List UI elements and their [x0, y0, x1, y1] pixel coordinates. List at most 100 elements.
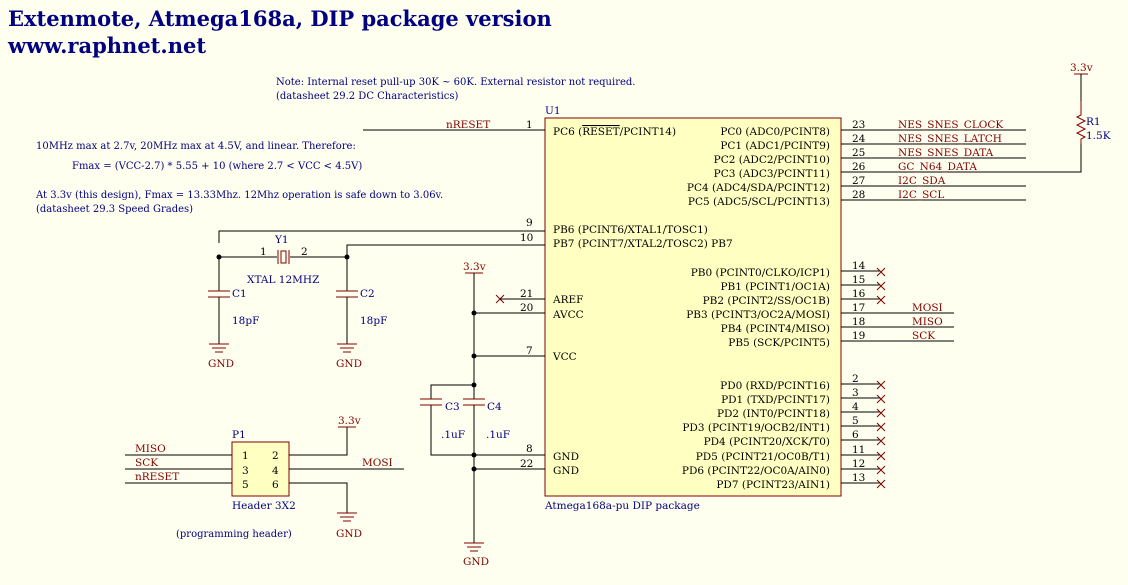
u1-pin-num-8: 8	[526, 443, 533, 455]
r1-zigzag	[1075, 101, 1087, 144]
c2-gnd-symbol	[337, 343, 357, 353]
note-freq-formula: Fmax = (VCC-2.7) * 5.55 + 10 (where 2.7 …	[72, 161, 362, 172]
u1-pin-num-10: 10	[520, 232, 533, 244]
net-label-miso-p1: MISO	[135, 443, 166, 455]
r1-resistor: 3.3v R1 1.5K	[1070, 62, 1111, 144]
note-reset-1: Note: Internal reset pull-up 30K ~ 60K. …	[276, 77, 635, 88]
p1-left-wires	[125, 454, 232, 484]
c1-gnd-symbol	[209, 343, 229, 353]
net-label-sck-p1: SCK	[135, 457, 158, 469]
u1-value: Atmega168a-pu DIP package	[544, 500, 700, 512]
u1-pin-num-23: 23	[852, 119, 865, 131]
r1-supply-label: 3.3v	[1070, 62, 1093, 74]
y1-pin-2: 2	[301, 246, 308, 258]
c3-capacitor: C3 .1uF	[420, 398, 474, 456]
y1-quartz	[280, 250, 287, 264]
p1-pin-3: 3	[242, 465, 249, 477]
u1-pin-name-16: PB2 (PCINT2/SS/OC1B)	[703, 295, 830, 307]
u1-pin-name-2: PD0 (RXD/PCINT16)	[720, 380, 830, 392]
note-freq-3: At 3.3v (this design), Fmax = 13.33Mhz. …	[35, 190, 443, 201]
u1-pin-num-21: 21	[520, 288, 533, 300]
c1-gnd-label: GND	[208, 358, 234, 370]
net-label-nes-data: NES_SNES_DATA	[898, 147, 994, 159]
schematic-title: Extenmote, Atmega168a, DIP package versi…	[8, 6, 552, 31]
y1-ref: Y1	[274, 234, 289, 246]
p1-pin-1: 1	[242, 450, 249, 462]
u1-pin-name-5: PD3 (PCINT19/OCB2/INT1)	[682, 422, 830, 434]
u1-pin-name-13: PD7 (PCINT23/AIN1)	[716, 479, 830, 491]
p1-header: P1 Header 3X2 (programming header) 1 2 3…	[125, 415, 404, 540]
net-label-nes-latch: NES_SNES_LATCH	[898, 133, 1002, 145]
u1-pin-num-1: 1	[526, 119, 533, 131]
u1-pin-name-20: AVCC	[552, 309, 584, 321]
u1-pin-name-11: PD5 (PCINT21/OC0B/T1)	[696, 451, 830, 463]
u1-pin-name-9: PB6 (PCINT6/XTAL1/TOSC1)	[553, 224, 708, 236]
note-reset-2: (datasheet 29.2 DC Characteristics)	[276, 91, 459, 102]
u1-pin-name-8: GND	[553, 451, 579, 463]
p1-pin-4: 4	[272, 465, 279, 477]
u1-pin-num-17: 17	[852, 302, 865, 314]
u1-pin-num-26: 26	[852, 161, 866, 173]
u1-pin-num-2: 2	[852, 373, 859, 385]
net-label-mosi-p1: MOSI	[362, 457, 393, 469]
u1-microcontroller: U1 Atmega168a-pu DIP package PC6 (RESET/…	[363, 105, 866, 512]
p1-gnd-label: GND	[336, 528, 362, 540]
c2-ref: C2	[360, 288, 375, 300]
u1-pin-name-15: PB1 (PCINT1/OC1A)	[720, 281, 830, 293]
u1-pin-name-1: PC6 (RESET/PCINT14)	[553, 126, 676, 138]
schematic-url: www.raphnet.net	[7, 33, 206, 58]
c4-value: .1uF	[486, 429, 510, 441]
p1-value: Header 3X2	[232, 500, 296, 512]
p1-pin-5: 5	[242, 479, 249, 491]
u1-pin-name-21: AREF	[552, 294, 583, 306]
right-side-wires	[841, 129, 1082, 484]
u1-pin-num-15: 15	[852, 274, 865, 286]
u1-pin-name-6: PD4 (PCINT20/XCK/T0)	[704, 436, 830, 448]
u1-pin-name-26: PC3 (ADC3/PCINT11)	[714, 168, 830, 180]
u1-pin-name-24: PC1 (ADC1/PCINT9)	[720, 140, 830, 152]
port-b-wires	[841, 270, 954, 342]
u1-pin-num-19: 19	[852, 330, 865, 342]
u1-pin-num-6: 6	[852, 429, 859, 441]
u1-pin-num-14: 14	[852, 260, 866, 272]
c3-value: .1uF	[441, 429, 465, 441]
u1-pin-num-16: 16	[852, 288, 866, 300]
net-label-nreset: nRESET	[446, 119, 490, 131]
u1-pin-num-27: 27	[852, 175, 865, 187]
u1-pin-num-13: 13	[852, 472, 865, 484]
note-freq-1: 10MHz max at 2.7v, 20MHz max at 4.5V, an…	[36, 141, 356, 152]
junction-avcc	[471, 310, 477, 316]
rail-supply-label: 3.3v	[463, 261, 486, 273]
main-gnd-symbol	[464, 542, 484, 552]
u1-pin-name-17: PB3 (PCINT3/OC2A/MOSI)	[686, 309, 830, 321]
u1-ref: U1	[545, 105, 561, 117]
r1-value: 1.5K	[1086, 130, 1111, 142]
net-label-sda: I2C_SDA	[898, 175, 946, 187]
u1-pin-num-3: 3	[852, 387, 859, 399]
u1-pin-num-11: 11	[852, 444, 865, 456]
u1-pin-name-18: PB4 (PCINT4/MISO)	[721, 323, 830, 335]
p1-caption: (programming header)	[176, 529, 292, 540]
p1-body	[231, 441, 290, 497]
u1-pin-num-5: 5	[852, 415, 859, 427]
c2-gnd-label: GND	[336, 358, 362, 370]
port-c-wires	[841, 129, 1082, 201]
u1-pin-num-20: 20	[520, 302, 533, 314]
u1-pin-name-25: PC2 (ADC2/PCINT10)	[714, 154, 830, 166]
p1-pin-2: 2	[272, 450, 279, 462]
gnd-rail: GND	[463, 452, 545, 568]
junction-gnd-8	[471, 452, 477, 458]
u1-pin-num-22: 22	[520, 458, 533, 470]
c3-top-wire	[430, 384, 474, 399]
u1-pin-name-27: PC4 (ADC4/SDA/PCINT12)	[687, 182, 830, 194]
u1-pin-name-3: PD1 (TXD/PCINT17)	[721, 394, 830, 406]
port-d-wires	[841, 383, 880, 484]
p1-ref: P1	[232, 429, 246, 441]
net-label-scl: I2C_SCL	[898, 189, 944, 201]
u1-pin-name-12: PD6 (PCINT22/OC0A/AIN0)	[682, 465, 830, 477]
no-connect-port-b	[876, 267, 886, 305]
u1-pin-num-24: 24	[852, 133, 866, 145]
u1-pin-name-7: VCC	[552, 351, 577, 363]
c1-capacitor: C1 18pF GND	[208, 257, 259, 370]
